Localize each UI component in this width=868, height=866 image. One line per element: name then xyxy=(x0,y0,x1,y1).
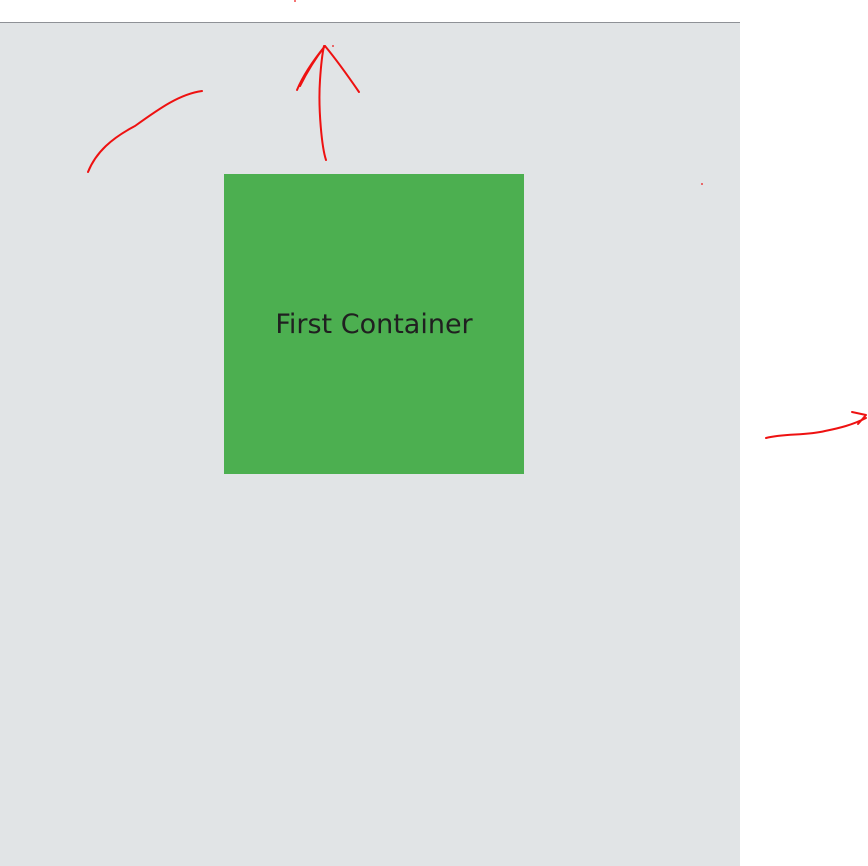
top-strip xyxy=(0,0,740,23)
first-container[interactable]: First Container xyxy=(224,174,524,474)
first-container-label: First Container xyxy=(275,308,473,340)
right-arrow-annotation xyxy=(765,417,867,439)
right-arrow-head-annotation xyxy=(851,411,867,425)
